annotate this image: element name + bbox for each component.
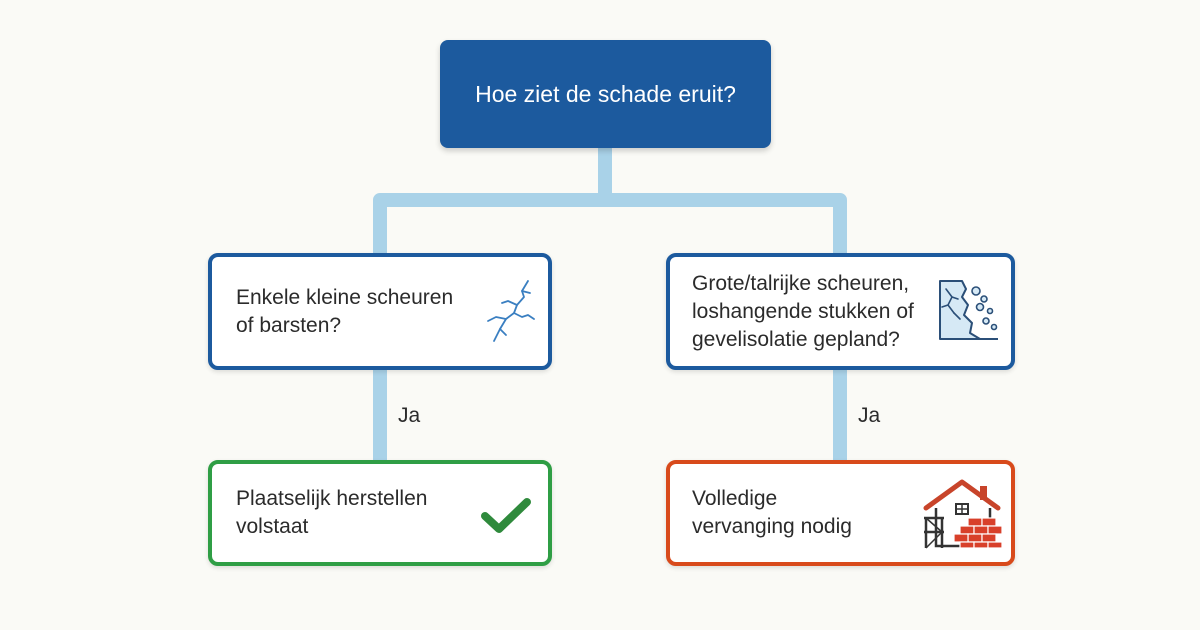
house-renovation-icon xyxy=(923,479,1003,549)
edge-label-yes-left: Ja xyxy=(398,404,421,427)
question-text-small-cracks: Enkele kleine scheuren of barsten? xyxy=(236,285,454,337)
question-box-small-cracks: Enkele kleine scheuren of barsten? xyxy=(208,253,552,370)
root-question-text: Hoe ziet de schade eruit? xyxy=(475,81,736,107)
question-text-large-cracks: Grote/talrijke scheuren, loshangende stu… xyxy=(692,271,914,351)
connector-branch-bar xyxy=(373,193,847,255)
outcome-text-local-repair: Plaatselijk herstellen volstaat xyxy=(236,487,428,538)
crumbling-wall-icon xyxy=(939,280,998,340)
checkmark-icon xyxy=(481,498,531,533)
outcome-box-local-repair: Plaatselijk herstellen volstaat xyxy=(208,460,552,566)
crack-icon xyxy=(487,280,535,342)
root-question-box: Hoe ziet de schade eruit? xyxy=(440,40,771,148)
question-box-large-cracks: Grote/talrijke scheuren, loshangende stu… xyxy=(666,253,1015,370)
outcome-box-full-replacement: Volledige vervanging nodig xyxy=(666,460,1015,566)
edge-label-yes-right: Ja xyxy=(858,404,881,427)
outcome-text-full-replacement: Volledige vervanging nodig xyxy=(692,487,852,538)
